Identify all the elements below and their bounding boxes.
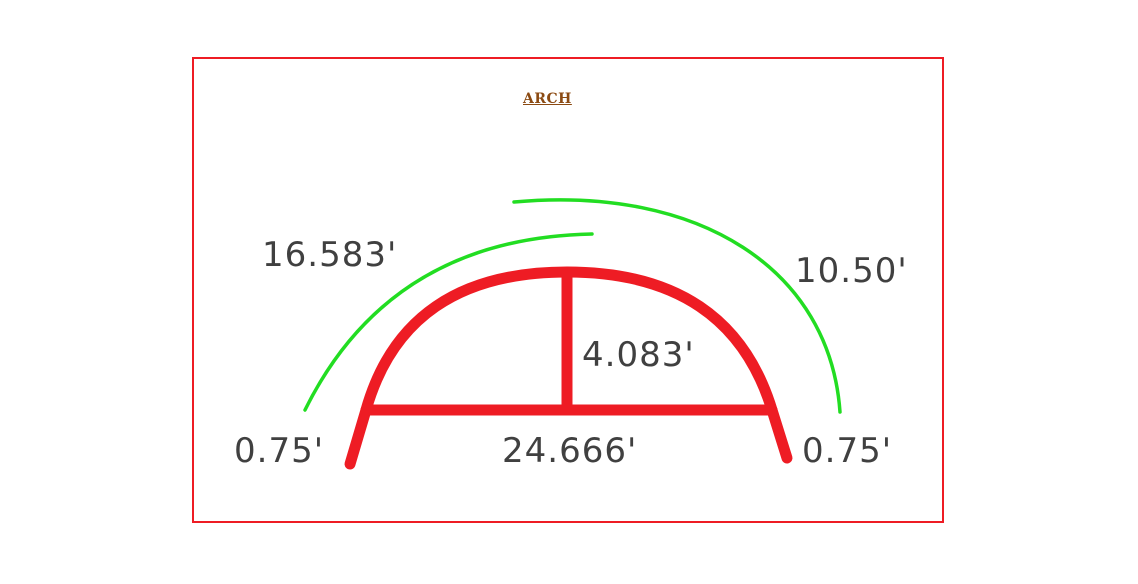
arch-right-leg — [766, 404, 793, 464]
outer-arc-left-label: 16.583' — [262, 235, 398, 275]
arch-left-leg — [344, 404, 372, 470]
span-label: 24.666' — [502, 431, 638, 471]
drawing-title: ARCH — [523, 91, 572, 107]
outer-dimension-arc-right — [512, 198, 842, 414]
rise-label: 4.083' — [582, 335, 695, 375]
drawing-frame — [192, 57, 944, 523]
outer-arc-right-label: 10.50' — [795, 251, 908, 291]
left-leg-label: 0.75' — [234, 431, 325, 471]
outer-dimension-arc-left — [303, 232, 594, 412]
right-leg-label: 0.75' — [802, 431, 893, 471]
